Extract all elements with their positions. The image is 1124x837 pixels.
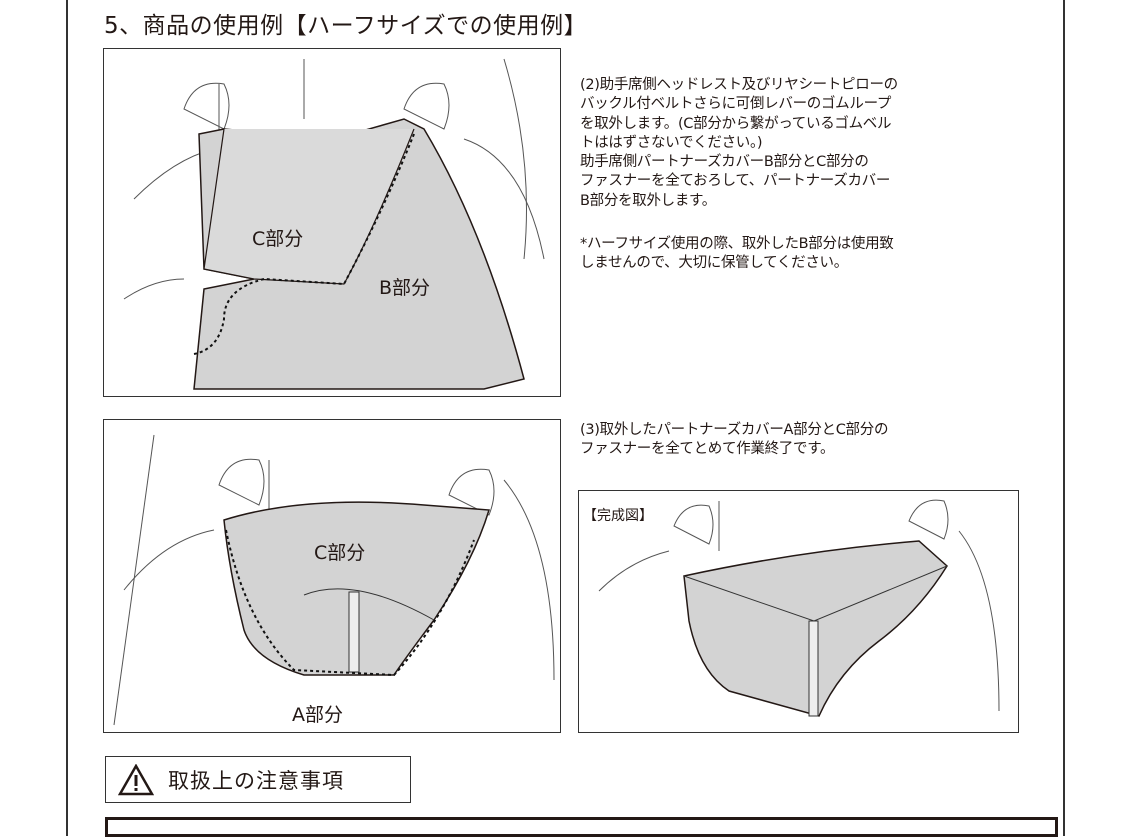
figure-attach-a: C部分 A部分 (103, 419, 561, 733)
label-part-b: B部分 (379, 277, 431, 299)
warning-triangle-icon (118, 763, 154, 795)
section-title: 5、商品の使用例【ハーフサイズでの使用例】 (104, 13, 588, 39)
seat-illustration-3 (598, 499, 1000, 717)
label-part-c: C部分 (252, 228, 304, 250)
page-frame (66, 0, 1065, 836)
warning-heading-box: 取扱上の注意事項 (105, 756, 411, 803)
step2-text: (2)助手席側ヘッドレスト及びリヤシートピローの バックル付ベルトさらに可倒レバ… (580, 77, 898, 209)
step2-note: *ハーフサイズ使用の際、取外したB部分は使用致 しませんので、大切に保管してくだ… (580, 236, 894, 272)
warning-content-box (105, 817, 1058, 837)
figure-caption: 【完成図】 (583, 508, 653, 524)
step3-text: (3)取外したパートナーズカバーA部分とC部分の ファスナーを全てとめて作業終了… (580, 422, 889, 458)
warning-title: 取扱上の注意事項 (168, 768, 344, 793)
label-part-a: A部分 (292, 704, 343, 726)
figure-completed: 【完成図】 (578, 490, 1019, 733)
label-part-c: C部分 (314, 542, 366, 564)
figure-remove-b: C部分 B部分 (103, 48, 561, 397)
seat-illustration-1 (123, 58, 545, 390)
seat-illustration-2 (113, 434, 555, 726)
